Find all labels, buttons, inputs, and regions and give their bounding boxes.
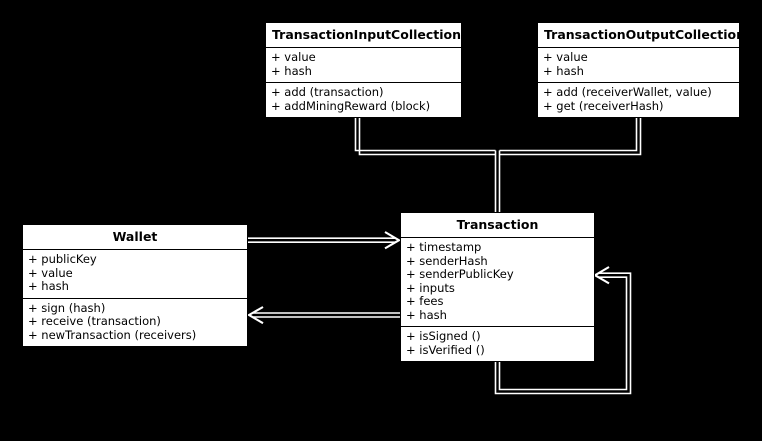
methods-compartment: + add (receiverWallet, value) + get (rec…	[538, 83, 739, 117]
class-title: Transaction	[401, 213, 594, 238]
attributes-compartment: + value + hash	[538, 48, 739, 83]
attributes-compartment: + timestamp + senderHash + senderPublicK…	[401, 238, 594, 327]
uml-class-transaction-output-collection[interactable]: TransactionOutputCollection + value + ha…	[537, 22, 745, 118]
attribute-row: + inputs	[406, 280, 455, 295]
method-row: + sign (hash)	[28, 300, 106, 315]
method-row: + add (transaction)	[271, 85, 384, 99]
attribute-row: + hash	[543, 63, 584, 78]
methods-compartment: + sign (hash) + receive (transaction) + …	[23, 299, 247, 347]
attribute-row: + senderHash	[406, 253, 488, 268]
uml-class-transaction-input-collection[interactable]: TransactionInputCollection + value + has…	[265, 22, 462, 118]
attributes-compartment: + publicKey + value + hash	[23, 250, 247, 299]
connector-collections-to-transaction	[354, 111, 642, 212]
attribute-row: + value	[28, 265, 73, 280]
connector-transaction-to-wallet	[246, 306, 400, 325]
attribute-row: + senderPublicKey	[406, 267, 514, 281]
method-row: + add (receiverWallet, value)	[543, 85, 712, 99]
attributes-compartment: + value + hash	[266, 48, 461, 83]
method-row: + isVerified ()	[406, 342, 485, 357]
uml-class-transaction[interactable]: Transaction + timestamp + senderHash + s…	[400, 212, 595, 362]
uml-class-wallet[interactable]: Wallet + publicKey + value + hash + sign…	[22, 224, 248, 347]
attribute-row: + hash	[406, 307, 447, 322]
method-row: + addMiningReward (block)	[271, 98, 431, 113]
attribute-row: + value	[271, 50, 316, 64]
methods-compartment: + add (transaction) + addMiningReward (b…	[266, 83, 461, 117]
method-row: + get (receiverHash)	[543, 98, 664, 113]
methods-compartment: + isSigned () + isVerified ()	[401, 327, 594, 361]
method-row: + receive (transaction)	[28, 314, 161, 328]
method-row: + newTransaction (receivers)	[28, 327, 197, 342]
method-row: + isSigned ()	[406, 329, 481, 343]
attribute-row: + publicKey	[28, 252, 97, 266]
attribute-row: + value	[543, 50, 588, 64]
class-title: TransactionOutputCollection	[538, 23, 745, 48]
class-title: Wallet	[23, 225, 247, 250]
attribute-row: + hash	[28, 279, 69, 293]
attribute-row: + hash	[271, 63, 312, 78]
connector-wallet-to-transaction	[248, 231, 402, 250]
attribute-row: + timestamp	[406, 240, 482, 254]
class-title: TransactionInputCollection	[266, 23, 461, 48]
attribute-row: + fees	[406, 294, 444, 308]
